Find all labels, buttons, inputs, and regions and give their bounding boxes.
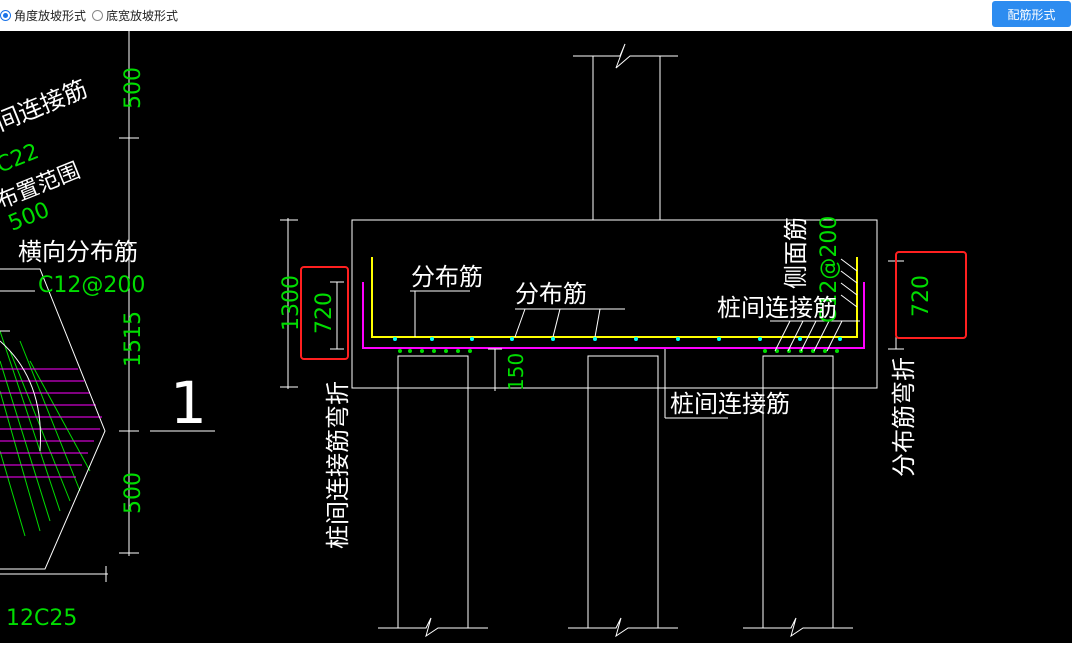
- label-pile-connect-bottom: 桩间连接筋: [670, 390, 790, 418]
- dim-1300: 1300: [279, 275, 304, 331]
- label-pile-connect-left: 间连接筋: [0, 75, 91, 137]
- rebar-form-button[interactable]: 配筋形式: [992, 1, 1071, 27]
- label-12c25: 12C25: [6, 606, 77, 631]
- section-number: 1: [170, 369, 207, 437]
- label-distribution-2: 分布筋: [515, 280, 587, 308]
- label-side-rebar: 侧面筋: [782, 217, 810, 289]
- dim-150: 150: [504, 353, 528, 391]
- label-c12: C12@200: [38, 273, 145, 298]
- highlight-box-left-720[interactable]: [300, 266, 349, 360]
- slope-mode-radio-group: 角度放坡形式 底宽放坡形式: [0, 0, 178, 31]
- label-transverse: 横向分布筋: [18, 238, 138, 266]
- pile-cap-outline: [351, 219, 878, 389]
- distribution-rebar-yellow: [371, 257, 858, 338]
- label-pile-connect-right: 桩间连接筋: [717, 294, 837, 322]
- label-distribution-bend: 分布筋弯折: [890, 357, 918, 477]
- column-break-line: [573, 43, 678, 69]
- dim-500-bottom: 500: [121, 472, 146, 514]
- label-c12-side: C12@200: [817, 216, 842, 323]
- rebar-dots: [393, 337, 842, 341]
- radio-checked-icon[interactable]: [0, 10, 11, 21]
- dim-1515: 1515: [121, 311, 146, 367]
- pile-arc: [0, 340, 41, 452]
- leader-lines: [410, 258, 860, 419]
- label-pile-connect-bend: 桩间连接筋弯折: [324, 381, 352, 549]
- toolbar: 角度放坡形式 底宽放坡形式 配筋形式: [0, 0, 1072, 32]
- highlight-box-right-720[interactable]: [895, 251, 967, 339]
- dim-720-right: 720: [909, 275, 934, 317]
- dimension-ticks: [119, 137, 139, 554]
- pile-connect-rebar-magenta: [362, 282, 865, 349]
- cap-section-view: 1300 720 150 720 分布筋 分布筋 侧面筋 C12@200 桩间连…: [279, 43, 967, 638]
- radio-width-slope[interactable]: 底宽放坡形式: [92, 7, 178, 24]
- green-hatch: [0, 330, 91, 537]
- dim-500-top: 500: [121, 67, 146, 109]
- left-plan-view: 间连接筋 C22 布置范围 500 横向分布筋 C12@200 500 1515…: [0, 31, 215, 631]
- radio-unchecked-icon[interactable]: [92, 10, 104, 21]
- cad-drawing-canvas[interactable]: 间连接筋 C22 布置范围 500 横向分布筋 C12@200 500 1515…: [0, 31, 1072, 643]
- radio-width-label: 底宽放坡形式: [106, 9, 179, 23]
- radio-angle-slope[interactable]: 角度放坡形式: [0, 7, 86, 24]
- piles: [378, 355, 853, 638]
- label-distribution-1: 分布筋: [411, 263, 483, 291]
- footing-outline: [0, 268, 106, 570]
- magenta-rebar-lines: [0, 368, 102, 478]
- dim-720-left: 720: [312, 292, 337, 334]
- cad-drawing: 间连接筋 C22 布置范围 500 横向分布筋 C12@200 500 1515…: [0, 31, 967, 638]
- label-c22: C22: [0, 139, 42, 178]
- bottom-rebar-dots: [398, 349, 839, 353]
- radio-angle-label: 角度放坡形式: [14, 9, 87, 23]
